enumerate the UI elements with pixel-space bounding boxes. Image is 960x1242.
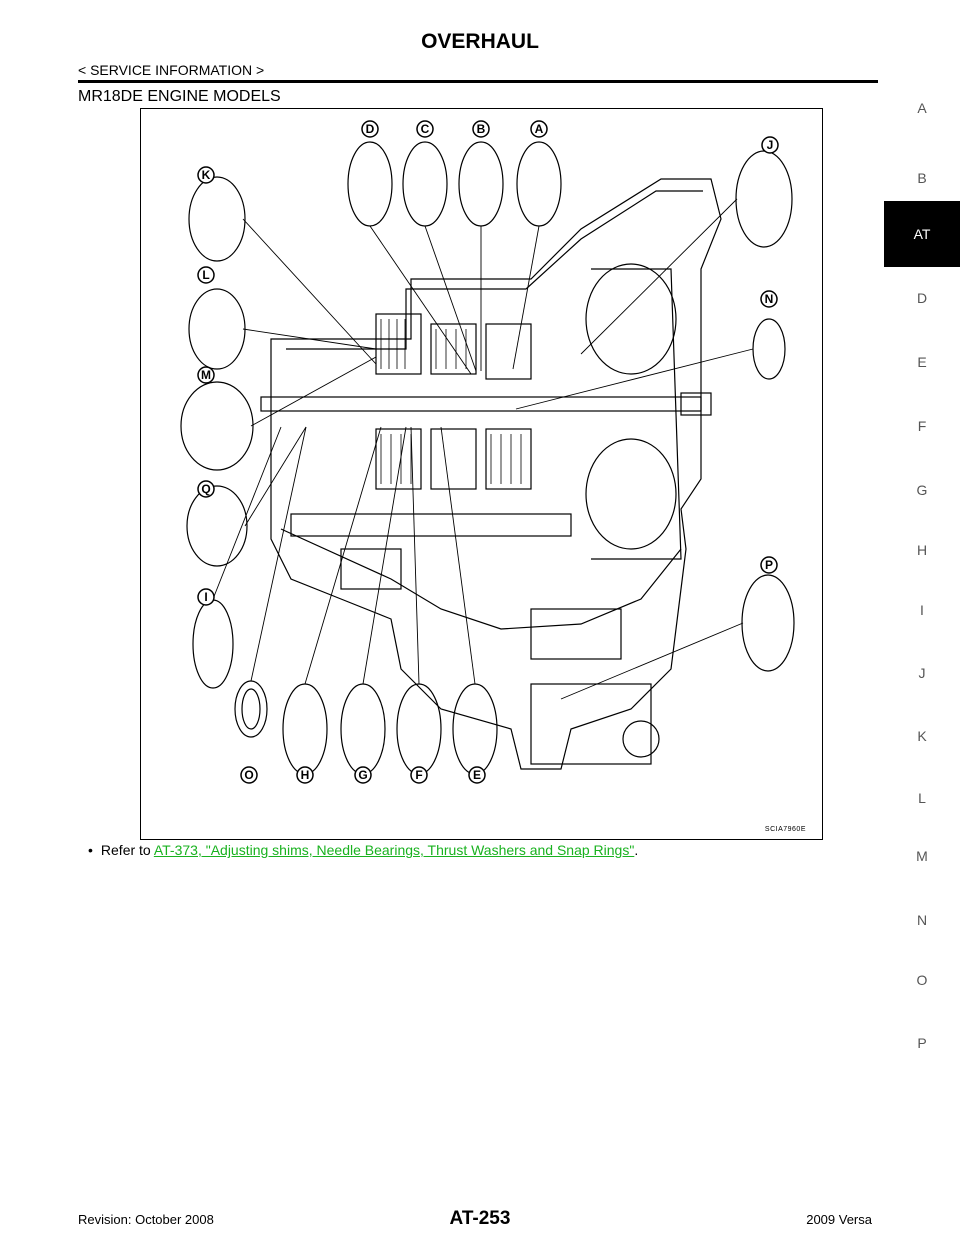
callout-label: D: [366, 122, 375, 136]
side-tab-g[interactable]: G: [916, 482, 928, 498]
callout-g: G: [354, 766, 372, 784]
side-tab-m[interactable]: M: [916, 848, 928, 864]
callout-label: N: [765, 292, 774, 306]
callout-o: O: [240, 766, 258, 784]
callout-m: M: [197, 366, 215, 384]
callout-label: P: [765, 558, 773, 572]
section-heading: MR18DE ENGINE MODELS: [78, 88, 281, 105]
callout-label: C: [421, 122, 430, 136]
callout-label: F: [415, 768, 422, 782]
side-tab-p[interactable]: P: [917, 1035, 927, 1051]
side-tab-b[interactable]: B: [917, 170, 927, 186]
callout-h: H: [296, 766, 314, 784]
note-suffix: .: [634, 842, 639, 858]
transaxle-drawing: A B C D E F G H I J K L M N O P Q: [180, 120, 795, 784]
vehicle-model: 2009 Versa: [806, 1212, 872, 1227]
side-tab-e[interactable]: E: [917, 354, 927, 370]
side-tab-i[interactable]: I: [920, 602, 924, 618]
page-number: AT-253: [449, 1208, 511, 1229]
transaxle-cross-section-figure: A B C D E F G H I J K L M N O P Q SCIA7960E: [140, 108, 823, 840]
callout-label: H: [301, 768, 310, 782]
callout-l: L: [197, 266, 215, 284]
side-tab-k[interactable]: K: [917, 728, 927, 744]
callout-q: Q: [197, 480, 215, 498]
revision-date: Revision: October 2008: [78, 1212, 214, 1227]
side-tab-a[interactable]: A: [917, 100, 927, 116]
callout-e: E: [468, 766, 486, 784]
callout-label: B: [477, 122, 486, 136]
callout-label: K: [202, 168, 211, 182]
page-title: OVERHAUL: [421, 30, 539, 53]
callout-label: Q: [201, 482, 210, 496]
side-tab-j[interactable]: J: [918, 665, 926, 681]
side-tab-at[interactable]: AT: [884, 201, 960, 267]
callout-k: K: [197, 166, 215, 184]
reference-link[interactable]: AT-373, "Adjusting shims, Needle Bearing…: [153, 842, 635, 858]
callout-label: E: [473, 768, 481, 782]
side-tab-n[interactable]: N: [916, 912, 928, 928]
callout-label: A: [535, 122, 544, 136]
callout-label: G: [358, 768, 367, 782]
callout-i: I: [197, 588, 215, 606]
callout-n: N: [760, 290, 778, 308]
callout-label: O: [244, 768, 253, 782]
callout-label: I: [204, 590, 207, 604]
side-tab-d[interactable]: D: [916, 290, 928, 306]
callout-a: A: [530, 120, 548, 138]
callout-label: L: [202, 268, 209, 282]
side-tab-h[interactable]: H: [916, 542, 928, 558]
callout-label: M: [201, 368, 211, 382]
callout-p: P: [760, 556, 778, 574]
side-tab-f[interactable]: F: [917, 418, 927, 434]
side-tab-l[interactable]: L: [918, 790, 926, 806]
header-divider: [78, 80, 878, 83]
figure-code: SCIA7960E: [764, 826, 806, 833]
callout-b: B: [472, 120, 490, 138]
callout-j: J: [761, 136, 779, 154]
bullet: •: [88, 842, 93, 858]
callout-d: D: [361, 120, 379, 138]
callout-c: C: [416, 120, 434, 138]
reference-note: • Refer to AT-373, "Adjusting shims, Need…: [88, 842, 638, 858]
breadcrumb: < SERVICE INFORMATION >: [78, 62, 265, 78]
callout-f: F: [410, 766, 428, 784]
note-prefix: Refer to: [100, 842, 151, 858]
side-tab-o[interactable]: O: [916, 972, 928, 988]
callout-label: J: [767, 138, 774, 152]
